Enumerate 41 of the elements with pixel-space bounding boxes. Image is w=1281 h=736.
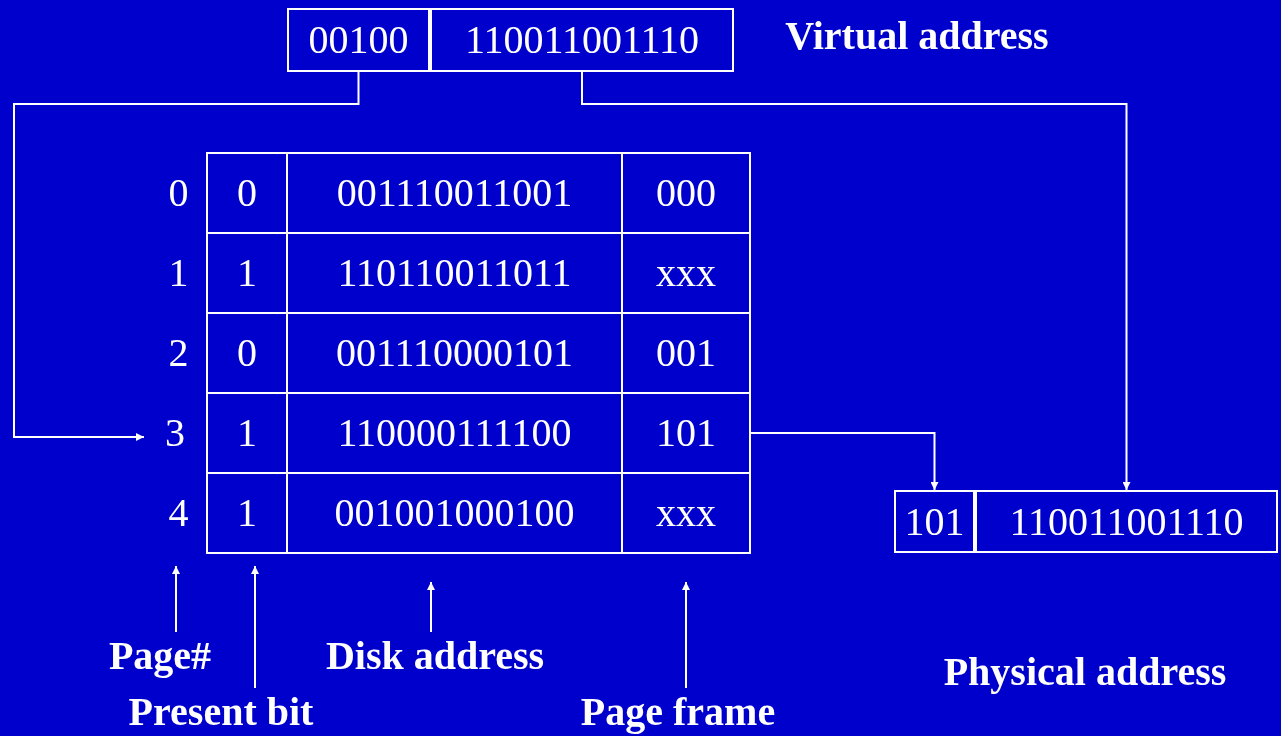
leader-arrow — [251, 565, 259, 689]
disk-address-value: 001110000101 — [335, 329, 574, 377]
bit-string: 110011001110 — [1009, 501, 1244, 542]
present-bit-value: 1 — [236, 409, 258, 457]
page-number: 4 — [167, 489, 190, 537]
page-number: 2 — [167, 329, 190, 377]
bit-string: 110011001110 — [464, 20, 700, 60]
frame-number: xxx — [655, 249, 717, 297]
page-number-field — [287, 8, 430, 72]
leader-arrow — [427, 581, 435, 633]
arrow — [749, 432, 939, 491]
leader-arrow — [682, 581, 690, 689]
disk-address-value: 001110011001 — [335, 169, 574, 217]
offset-field — [430, 8, 734, 72]
present-bit-value: 1 — [236, 489, 258, 537]
present-bit-value: 0 — [236, 329, 258, 377]
frame-number: xxx — [655, 489, 717, 537]
address-label: Physical address — [942, 648, 1228, 696]
page-number: 1 — [167, 249, 190, 297]
frame-number: 000 — [655, 169, 717, 217]
disk-address-value: 110000111100 — [336, 409, 573, 457]
column-label: Present bit — [128, 692, 314, 732]
arrow — [13, 71, 360, 441]
bit-string: 101 — [904, 501, 965, 542]
present-bit-value: 0 — [236, 169, 258, 217]
column-label: Page# — [108, 636, 212, 676]
column-label: Disk address — [325, 636, 545, 676]
bit-string: 00100 — [308, 20, 409, 60]
frame-number-field — [894, 490, 975, 553]
arrow — [581, 71, 1131, 491]
present-bit-value: 1 — [236, 249, 258, 297]
address-label: Virtual address — [784, 12, 1050, 60]
page-number: 3 — [165, 413, 185, 453]
leader-arrow — [172, 565, 180, 633]
disk-address-value: 001001000100 — [333, 489, 576, 537]
frame-number: 101 — [656, 413, 716, 453]
offset-field — [975, 490, 1278, 553]
disk-address-value: 110110011011 — [336, 249, 573, 297]
column-label: Page frame — [580, 692, 776, 732]
frame-number: 001 — [655, 329, 717, 377]
page-number: 0 — [167, 169, 190, 217]
